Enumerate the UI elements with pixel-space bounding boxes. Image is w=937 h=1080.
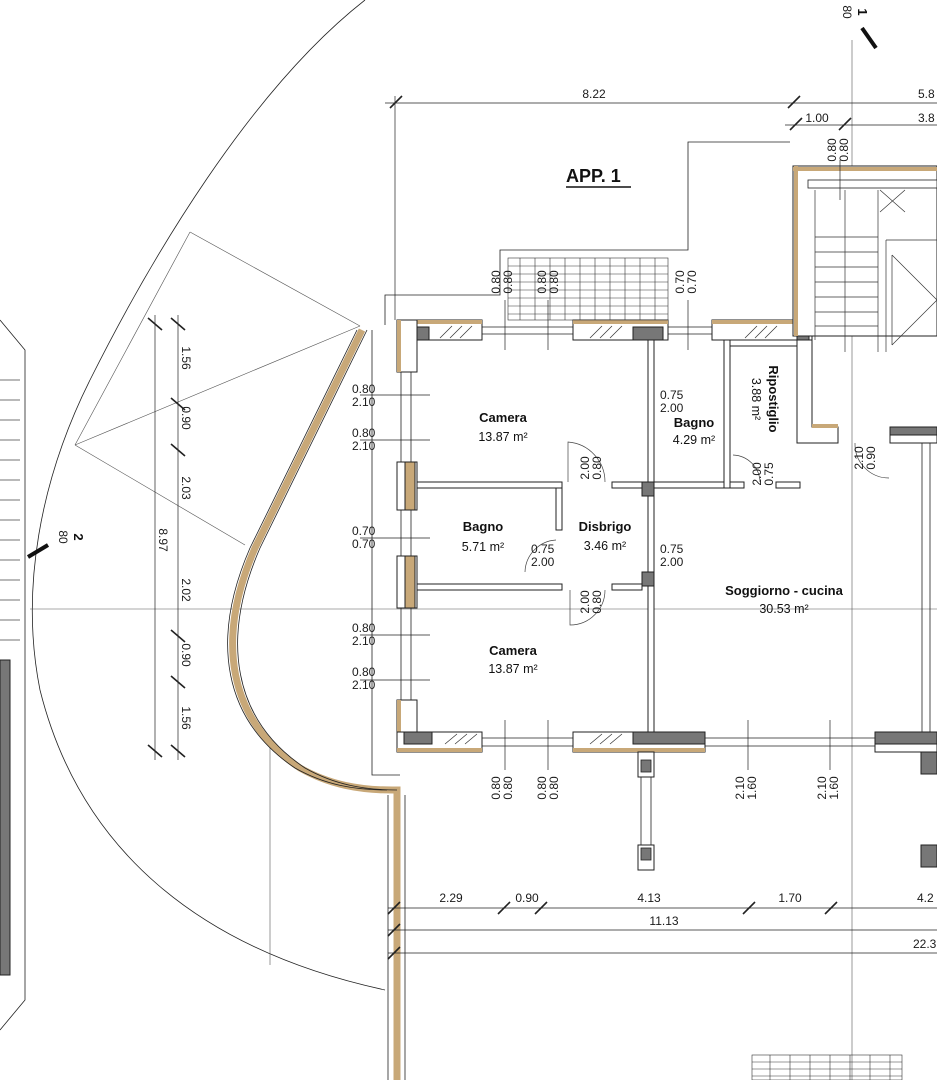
open-bot-b2: 0.80 (535, 776, 549, 800)
section-2-label: 2 (71, 533, 86, 540)
terrace-parapet (229, 328, 401, 1080)
open-bot-b1: 0.80 (547, 776, 561, 800)
open-w4-b: 2.10 (352, 634, 376, 648)
open-w5-b: 2.10 (352, 678, 376, 692)
open-top-c2: 0.70 (673, 270, 687, 294)
section-2-sub: 80 (56, 530, 70, 544)
dim-left-5: 0.90 (179, 643, 193, 667)
room-name-bagno-top: Bagno (674, 415, 715, 430)
dim-bot-4: 1.70 (778, 891, 802, 905)
room-area-ripostiglio: 3.88 m² (749, 378, 763, 420)
room-name-camera-bottom: Camera (489, 643, 537, 658)
open-d-bagnomid-b: 2.00 (531, 555, 555, 569)
open-top-b1: 0.80 (547, 270, 561, 294)
dim-top-58: 5.8 (918, 87, 935, 101)
open-d-disbrigo-b: 2.00 (660, 555, 684, 569)
room-area-camera-bottom: 13.87 m² (488, 662, 537, 676)
interior-walls (416, 339, 801, 733)
room-name-bagno-mid: Bagno (463, 519, 504, 534)
open-entrance-a: 0.90 (864, 446, 878, 470)
dim-top-822: 8.22 (582, 87, 606, 101)
open-d-camera-b: 2.00 (578, 456, 592, 480)
open-w5-a: 0.80 (352, 665, 376, 679)
room-name-camera-top: Camera (479, 410, 527, 425)
open-d-camerab-b: 2.00 (578, 590, 592, 614)
open-d-ripost-a: 0.75 (762, 462, 776, 486)
dim-left-2: 0.90 (179, 406, 193, 430)
open-stair-1: 0.80 (837, 138, 851, 162)
room-name-disbrigo: Disbrigo (579, 519, 632, 534)
open-stair-2: 0.80 (825, 138, 839, 162)
open-w3-b: 0.70 (352, 537, 376, 551)
terrace-grating (507, 257, 903, 1080)
section-markers (26, 26, 878, 559)
open-bot-d2: 2.10 (815, 776, 829, 800)
room-area-soggiorno: 30.53 m² (759, 602, 808, 616)
open-entrance-b: 2.10 (852, 446, 866, 470)
open-d-camera-a: 0.80 (590, 456, 604, 480)
open-d-ripost-b: 2.00 (750, 462, 764, 486)
dim-left-6: 1.56 (179, 706, 193, 730)
dim-left-1: 1.56 (179, 346, 193, 370)
open-w4-a: 0.80 (352, 621, 376, 635)
dim-bot-total: 11.13 (649, 914, 678, 928)
room-name-ripostiglio: Ripostiglio (766, 365, 781, 432)
site-context (30, 0, 937, 1080)
open-top-b2: 0.80 (535, 270, 549, 294)
section-1-sub: 80 (840, 5, 854, 19)
staircase (792, 165, 937, 352)
open-bot-c1: 1.60 (745, 776, 759, 800)
open-d-disbrigo-a: 0.75 (660, 542, 684, 556)
open-w2-a: 0.80 (352, 426, 376, 440)
room-area-bagno-mid: 5.71 m² (462, 540, 504, 554)
dim-left-4: 2.02 (179, 578, 193, 602)
dim-left-3: 2.03 (179, 476, 193, 500)
dimension-lines (147, 95, 937, 960)
open-d-bagnomid-a: 0.75 (531, 542, 555, 556)
room-area-bagno-top: 4.29 m² (673, 433, 715, 447)
room-area-camera-top: 13.87 m² (478, 430, 527, 444)
open-w2-b: 2.10 (352, 439, 376, 453)
room-name-soggiorno: Soggiorno - cucina (725, 583, 843, 598)
open-w1-b: 2.10 (352, 395, 376, 409)
dim-bot-3: 4.13 (637, 891, 661, 905)
room-area-disbrigo: 3.46 m² (584, 539, 626, 553)
dim-bot-2: 0.90 (515, 891, 539, 905)
open-w1-a: 0.80 (352, 382, 376, 396)
open-bot-d1: 1.60 (827, 776, 841, 800)
open-top-c1: 0.70 (685, 270, 699, 294)
section-1-label: 1 (855, 8, 870, 15)
apartment-title: APP. 1 (566, 166, 621, 186)
open-top-a1: 0.80 (501, 270, 515, 294)
open-d-camerab-a: 0.80 (590, 590, 604, 614)
dim-bot-overall: 22.3 (913, 937, 937, 951)
dim-left-total: 8.97 (156, 528, 170, 552)
open-w3-a: 0.70 (352, 524, 376, 538)
open-bot-a1: 0.80 (501, 776, 515, 800)
dim-bot-5: 4.2 (917, 891, 934, 905)
adjacent-building (0, 319, 26, 1031)
open-top-a2: 0.80 (489, 270, 503, 294)
open-d-bagno-b: 2.00 (660, 401, 684, 415)
door-swings (524, 441, 890, 626)
title-group: APP. 1 (566, 166, 631, 188)
dim-top-38: 3.8 (918, 111, 935, 125)
dim-top-100: 1.00 (805, 111, 829, 125)
dim-bot-1: 2.29 (439, 891, 463, 905)
open-bot-c2: 2.10 (733, 776, 747, 800)
open-d-bagno-a: 0.75 (660, 388, 684, 402)
open-bot-a2: 0.80 (489, 776, 503, 800)
